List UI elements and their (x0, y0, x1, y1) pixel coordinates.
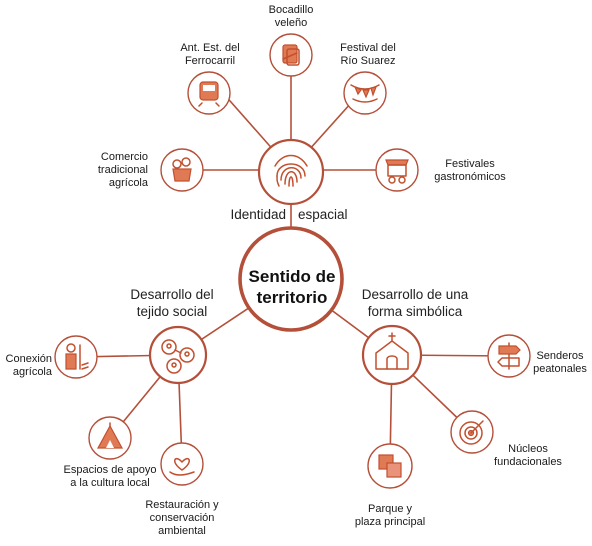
leaf-espacios (88, 416, 132, 460)
leaf-senderos-label-line2: peatonales (533, 363, 587, 375)
leaf-festivales-label: Festivales gastronómicos (420, 158, 520, 184)
leaf-conexion-label-line1: Conexión (5, 353, 52, 365)
leaf-restauracion-label-line2: conservación (149, 512, 215, 524)
hub-tejido-label-line1: Desarrollo del (130, 287, 214, 302)
leaf-senderos-label-line1: Senderos (536, 350, 584, 362)
leaf-bocadillo-label-line1: Bocadillo (268, 4, 314, 16)
social-network-icon (161, 339, 195, 374)
hub-identidad-label-word1: Identidad (230, 207, 286, 222)
leaf-nucleos (450, 410, 494, 454)
hub-identidad-espacial (257, 138, 325, 206)
leaf-festival-rio (343, 71, 387, 115)
leaf-festivales-label-line2: gastronómicos (434, 171, 506, 183)
leaf-nucleos-label-line2: fundacionales (494, 456, 562, 468)
leaf-festivales-label-line1: Festivales (445, 158, 495, 170)
leaf-bocadillo (269, 33, 313, 77)
fingerprint-icon (274, 154, 308, 187)
leaf-ferrocarril-label: Ant. Est. del Ferrocarril (165, 42, 255, 68)
center-title-line2: territorio (256, 288, 328, 307)
leaf-parque-label-line1: Parque y (367, 503, 413, 515)
leaf-restauracion-label: Restauración y conservación ambiental (127, 499, 237, 538)
leaf-conexion (54, 335, 98, 379)
leaf-conexion-label-line2: agrícola (12, 366, 52, 378)
center-circle (238, 226, 344, 332)
leaf-comercio-label-line3: agrícola (108, 177, 148, 189)
hub-simbolica-label: Desarrollo de una forma simbólica (344, 286, 486, 320)
leaf-ferrocarril-label-line1: Ant. Est. del (180, 42, 240, 54)
leaf-parque-label: Parque y plaza principal (340, 503, 440, 529)
leaf-comercio-label-line2: tradicional (97, 164, 148, 176)
hub-simbolica-label-line2: forma simbólica (367, 304, 463, 319)
hub-tejido-label: Desarrollo del tejido social (112, 286, 232, 320)
church-icon (375, 332, 409, 370)
bunting-flags-icon (350, 84, 380, 103)
leaf-festivales (375, 148, 419, 192)
farmer-icon (65, 343, 89, 370)
leaf-comercio-label: Comercio tradicional agrícola (68, 151, 148, 190)
tent-icon (96, 422, 124, 449)
leaf-festival-rio-label: Festival del Río Suarez (323, 42, 413, 68)
leaf-restauracion-label-line3: ambiental (158, 525, 206, 537)
leaf-conexion-label: Conexión agrícola (2, 353, 52, 379)
leaf-parque (367, 443, 413, 489)
guava-bar-icon (282, 44, 300, 66)
leaf-festival-rio-label-line2: Río Suarez (340, 55, 396, 67)
leaf-bocadillo-label-line2: veleño (274, 17, 308, 29)
leaf-comercio-label-line1: Comercio (100, 151, 148, 163)
leaf-nucleos-label-line1: Núcleos (508, 443, 548, 455)
squares-icon (378, 454, 402, 478)
target-icon (459, 420, 484, 445)
leaf-parque-label-line2: plaza principal (354, 516, 426, 528)
hub-tejido-social (148, 325, 208, 385)
produce-basket-icon (172, 157, 192, 182)
hub-simbolica-label-line1: Desarrollo de una (361, 287, 469, 302)
leaf-ferrocarril-label-line2: Ferrocarril (184, 55, 236, 67)
leaf-senderos-label: Senderos peatonales (530, 350, 590, 376)
leaf-restauracion-label-line1: Restauración y (145, 499, 219, 511)
train-icon (198, 81, 220, 107)
leaf-festival-rio-label-line1: Festival del (340, 42, 396, 54)
leaf-comercio (160, 148, 204, 192)
signpost-icon (497, 342, 521, 370)
leaf-bocadillo-label: Bocadillo veleño (256, 4, 326, 30)
center-title-line1: Sentido de (248, 267, 336, 286)
hand-heart-icon (169, 458, 195, 476)
leaf-espacios-label-line2: a la cultura local (70, 477, 150, 489)
leaf-espacios-label-line1: Espacios de apoyo (63, 464, 157, 476)
hub-tejido-label-line2: tejido social (136, 304, 208, 319)
leaf-senderos (487, 334, 531, 378)
food-cart-icon (385, 159, 409, 184)
hub-forma-simbolica (361, 324, 423, 386)
leaf-ferrocarril (187, 71, 231, 115)
center-title: Sentido de territorio (236, 266, 348, 308)
hub-identidad-label-word2: espacial (298, 207, 348, 222)
leaf-restauracion (160, 442, 204, 486)
leaf-espacios-label: Espacios de apoyo a la cultura local (40, 464, 180, 490)
leaf-nucleos-label: Núcleos fundacionales (478, 443, 578, 469)
